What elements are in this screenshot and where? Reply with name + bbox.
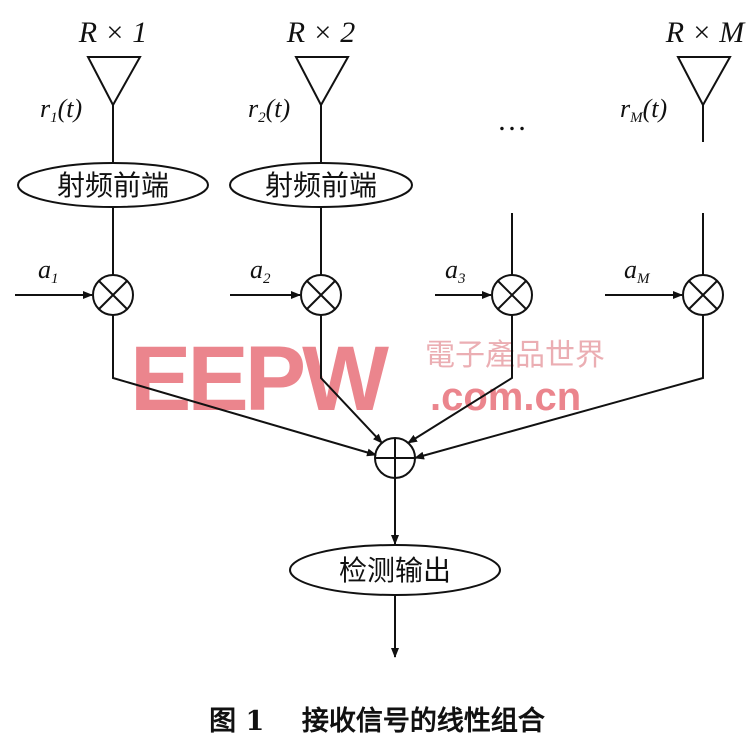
signal-label: r1(t) [40, 94, 82, 126]
antenna-label: R × M [665, 16, 747, 49]
multiplier-icon [92, 274, 134, 316]
rf-frontend-label: 射频前端 [265, 169, 377, 202]
signal-label: r2(t) [248, 94, 290, 126]
svg-text:rM(t): rM(t) [620, 94, 667, 126]
svg-text:r1(t): r1(t) [40, 94, 82, 126]
summer-icon [374, 437, 416, 479]
multiplier-icon [682, 274, 724, 316]
antenna-label: R × 1 [78, 16, 148, 49]
multiplier-icon [491, 274, 533, 316]
svg-text:r2(t): r2(t) [248, 94, 290, 126]
weight-label: a2 [250, 255, 271, 287]
ellipsis: … [497, 104, 527, 137]
weight-label: aM [624, 255, 651, 287]
signal-label: rM(t) [620, 94, 667, 126]
watermark-logo: EEPW [130, 328, 389, 430]
watermark: EEPW 電子產品世界 .com.cn [130, 328, 605, 430]
antenna-icon [86, 56, 142, 108]
antenna-label: R × 2 [286, 16, 356, 49]
watermark-cn: 電子產品世界 [425, 338, 605, 373]
antenna-icon [294, 56, 350, 108]
multiplier-icon [300, 274, 342, 316]
antenna-icon [676, 56, 732, 108]
weight-label: a3 [445, 255, 466, 287]
figure-caption: 图 1 接收信号的线性组合 [209, 705, 545, 737]
detect-output-label: 检测输出 [339, 554, 451, 587]
weight-label: a1 [38, 255, 59, 287]
rf-frontend-label: 射频前端 [57, 169, 169, 202]
